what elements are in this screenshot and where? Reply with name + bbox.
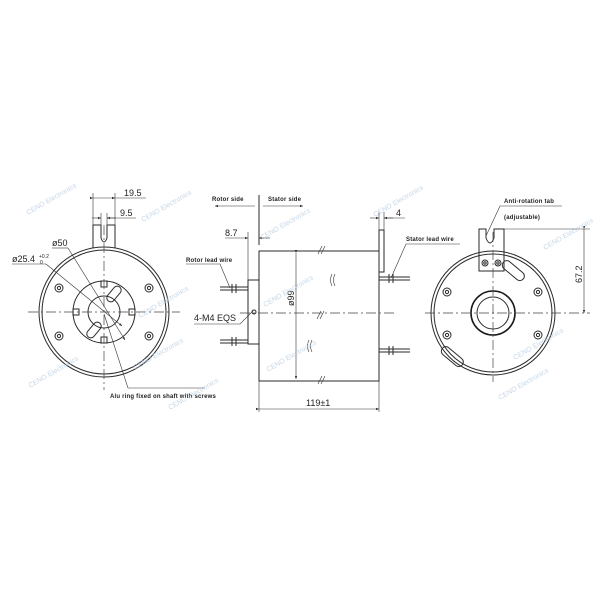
dim-bore-tol-lower: 0 — [40, 260, 43, 266]
svg-text:CENO Electronics: CENO Electronics — [26, 182, 79, 217]
svg-text:CENO Electronics: CENO Electronics — [133, 337, 186, 372]
left-end-view: 19.5 9.5 ø50 ø25.4 +0.2 0 Alu ring fixed… — [12, 188, 216, 400]
svg-text:CENO Electronics: CENO Electronics — [543, 217, 596, 252]
dim-inner-dia: ø50 — [52, 238, 68, 248]
dim-tab-outer: 19.5 — [124, 188, 142, 198]
svg-text:CENO Electronics: CENO Electronics — [28, 355, 81, 390]
dim-bore-tol-upper: +0.2 — [39, 254, 49, 260]
right-end-view: 67.2 Anti-rotation tab (adjustable) — [425, 199, 590, 382]
label-rotor-side: Rotor side — [212, 197, 244, 203]
label-rotor-lead-wire: Rotor lead wire — [186, 258, 233, 264]
svg-text:CENO Electronics: CENO Electronics — [513, 327, 566, 362]
dim-body-dia: ø99 — [286, 290, 296, 306]
dim-flange-offset: 8.7 — [225, 228, 238, 238]
svg-text:CENO Electronics: CENO Electronics — [141, 189, 194, 224]
dim-bore: ø25.4 — [12, 254, 35, 264]
side-view: Rotor side Stator side — [186, 195, 460, 412]
dim-length: 119±1 — [306, 398, 330, 408]
label-stator-lead-wire: Stator lead wire — [406, 237, 454, 243]
dim-tab-height: 67.2 — [574, 265, 584, 283]
label-stator-side: Stator side — [268, 197, 302, 203]
label-anti-rotation-tab: Anti-rotation tab — [504, 199, 554, 205]
svg-text:CENO Electronics: CENO Electronics — [260, 207, 313, 242]
callout-screws: 4-M4 EQS — [194, 313, 236, 323]
svg-text:CENO Electronics: CENO Electronics — [266, 339, 319, 374]
callout-alu-ring: Alu ring fixed on shaft with screws — [110, 394, 216, 400]
svg-text:CENO Electronics: CENO Electronics — [498, 367, 551, 402]
dim-tab-slot: 9.5 — [120, 208, 133, 218]
dim-tab-thickness: 4 — [396, 208, 401, 218]
label-adjustable: (adjustable) — [504, 215, 540, 221]
